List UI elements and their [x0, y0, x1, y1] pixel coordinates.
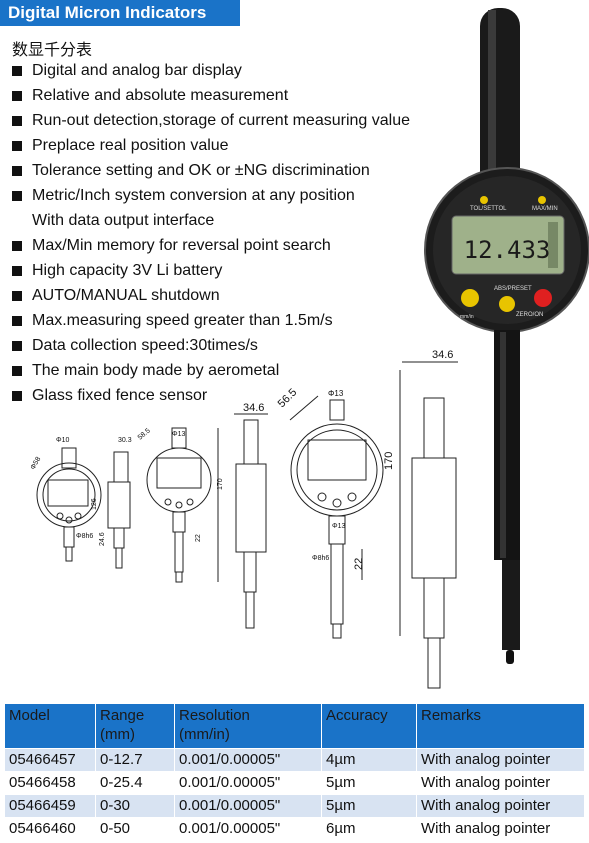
bullet-square-icon: [12, 66, 22, 76]
dim-label: 170: [383, 452, 395, 470]
feature-item: The main body made by aerometal: [10, 358, 410, 383]
maxmin-button: [538, 196, 546, 204]
feature-item: High capacity 3V Li battery: [10, 258, 410, 283]
abs-preset-button: [499, 296, 515, 312]
dim-label: 170: [217, 478, 224, 490]
col-model: Model: [5, 704, 96, 749]
unit-button: [461, 289, 479, 307]
feature-item: Digital and analog bar display: [10, 58, 410, 83]
feature-item: Glass fixed fence sensor: [10, 383, 410, 408]
zero-label: ZERO/ON: [516, 312, 543, 318]
dim-label: Φ58: [30, 456, 43, 471]
page-title: Digital Micron Indicators: [0, 0, 240, 26]
bullet-square-icon: [12, 366, 22, 376]
feature-item: Tolerance setting and OK or ±NG discrimi…: [10, 158, 410, 183]
zero-on-button: [534, 289, 552, 307]
abs-label: ABS/PRESET: [494, 286, 532, 292]
dim-label: 22: [195, 534, 202, 542]
dim-label: Φ10: [56, 437, 69, 444]
col-remarks: Remarks: [416, 704, 585, 749]
dim-label: 58.5: [137, 427, 152, 441]
feature-item: Data collection speed:30times/s: [10, 333, 410, 358]
feature-item: Max/Min memory for reversal point search: [10, 233, 410, 258]
indicator-photo: 12.433 TOL/SETTOL MAX/MIN ABS/PRESET ZER…: [424, 8, 589, 664]
col-resolution: Resolution(mm/in): [174, 704, 322, 749]
dim-label: Φ13: [172, 431, 185, 438]
feature-item: Relative and absolute measurement: [10, 83, 410, 108]
feature-item: Metric/Inch system conversion at any pos…: [10, 183, 410, 208]
feature-item: AUTO/MANUAL shutdown: [10, 283, 410, 308]
feature-item: Preplace real position value: [10, 133, 410, 158]
bullet-square-icon: [12, 141, 22, 151]
tol-label: TOL/SETTOL: [470, 206, 507, 212]
maxmin-label: MAX/MIN: [532, 206, 558, 212]
feature-item: Max.measuring speed greater than 1.5m/s: [10, 308, 410, 333]
dim-label: Φ8h6: [76, 533, 93, 540]
feature-list: Digital and analog bar display Relative …: [10, 58, 410, 408]
tol-button: [480, 196, 488, 204]
bullet-square-icon: [12, 116, 22, 126]
dim-label: 24.6: [99, 532, 106, 546]
dim-label: 126: [91, 498, 98, 510]
technical-drawings: [36, 361, 458, 689]
lcd-readout: 12.433: [464, 236, 551, 264]
dim-label: Φ8h6: [312, 555, 329, 562]
bullet-square-icon: [12, 391, 22, 401]
unit-label: mm/in: [460, 314, 474, 320]
bullet-square-icon: [12, 91, 22, 101]
col-range: Range(mm): [95, 704, 175, 749]
chinese-subtitle: 数显千分表: [12, 40, 93, 59]
feature-item-continuation: With data output interface: [32, 212, 215, 229]
col-accuracy: Accuracy: [321, 704, 417, 749]
bullet-square-icon: [12, 316, 22, 326]
table-header-row: Model Range(mm) Resolution(mm/in) Accura…: [5, 704, 585, 749]
dim-label: 22: [353, 558, 365, 570]
bullet-square-icon: [12, 266, 22, 276]
dim-label: 30.3: [118, 437, 132, 444]
bullet-square-icon: [12, 166, 22, 176]
bullet-square-icon: [12, 341, 22, 351]
bullet-square-icon: [12, 241, 22, 251]
feature-item: Run-out detection,storage of current mea…: [10, 108, 410, 133]
dim-label: 34.6: [432, 349, 453, 361]
dim-label: Φ13: [332, 523, 345, 530]
bullet-square-icon: [12, 291, 22, 301]
spec-table: Model Range(mm) Resolution(mm/in) Accura…: [5, 704, 585, 840]
bullet-square-icon: [12, 191, 22, 201]
